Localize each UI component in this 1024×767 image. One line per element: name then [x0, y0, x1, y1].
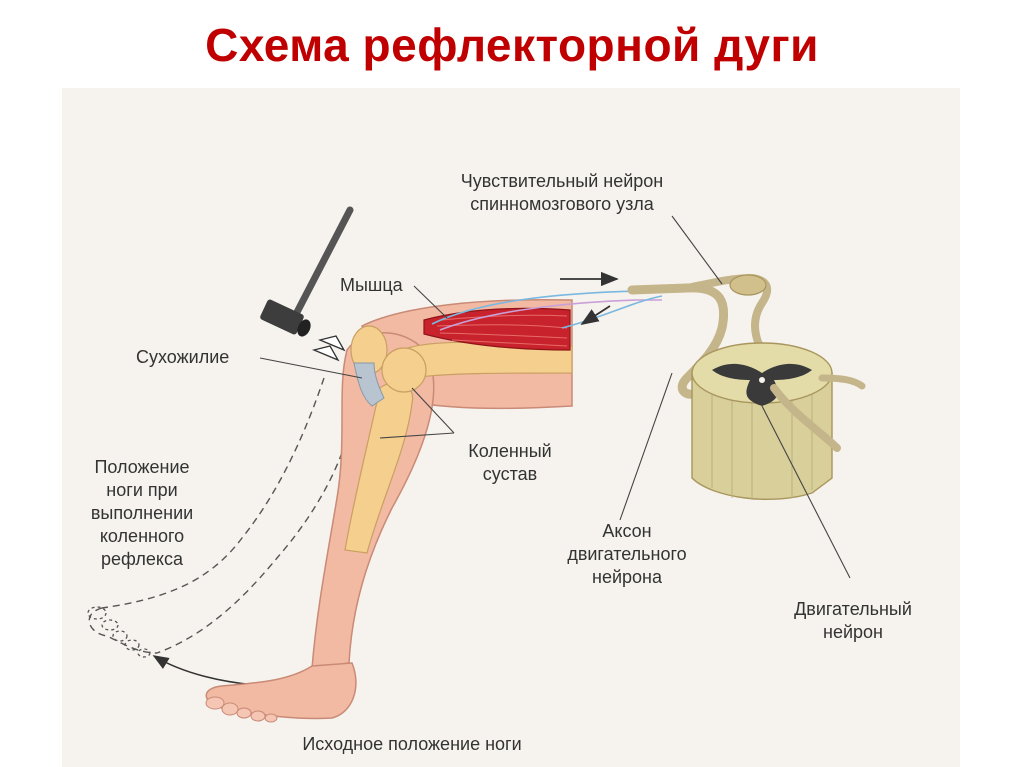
initial-position-label: Исходное положение ноги — [262, 733, 562, 756]
femur-head — [382, 348, 426, 392]
slide-title: Схема рефлекторной дуги — [0, 18, 1024, 72]
tendon-label: Сухожилие — [136, 346, 229, 369]
spinal-ganglion — [730, 275, 766, 295]
knee-joint-label: Коленный сустав — [450, 440, 570, 486]
leg-position-label: Положение ноги при выполнении коленного … — [62, 456, 222, 571]
tap-arrows-icon — [314, 336, 344, 360]
muscle-label: Мышца — [340, 274, 403, 297]
motor-axon-label: Аксон двигательного нейрона — [547, 520, 707, 589]
kick-arrow-icon — [154, 656, 267, 686]
reflex-hammer-icon — [259, 210, 350, 339]
motor-neuron-label: Двигательный нейрон — [768, 598, 938, 644]
diagram-panel: Чувствительный нейрон спинномозгового уз… — [62, 88, 960, 767]
arrow-left-icon — [582, 306, 610, 324]
extended-foot-toes — [88, 607, 150, 657]
sensory-neuron-label: Чувствительный нейрон спинномозгового уз… — [412, 170, 712, 216]
